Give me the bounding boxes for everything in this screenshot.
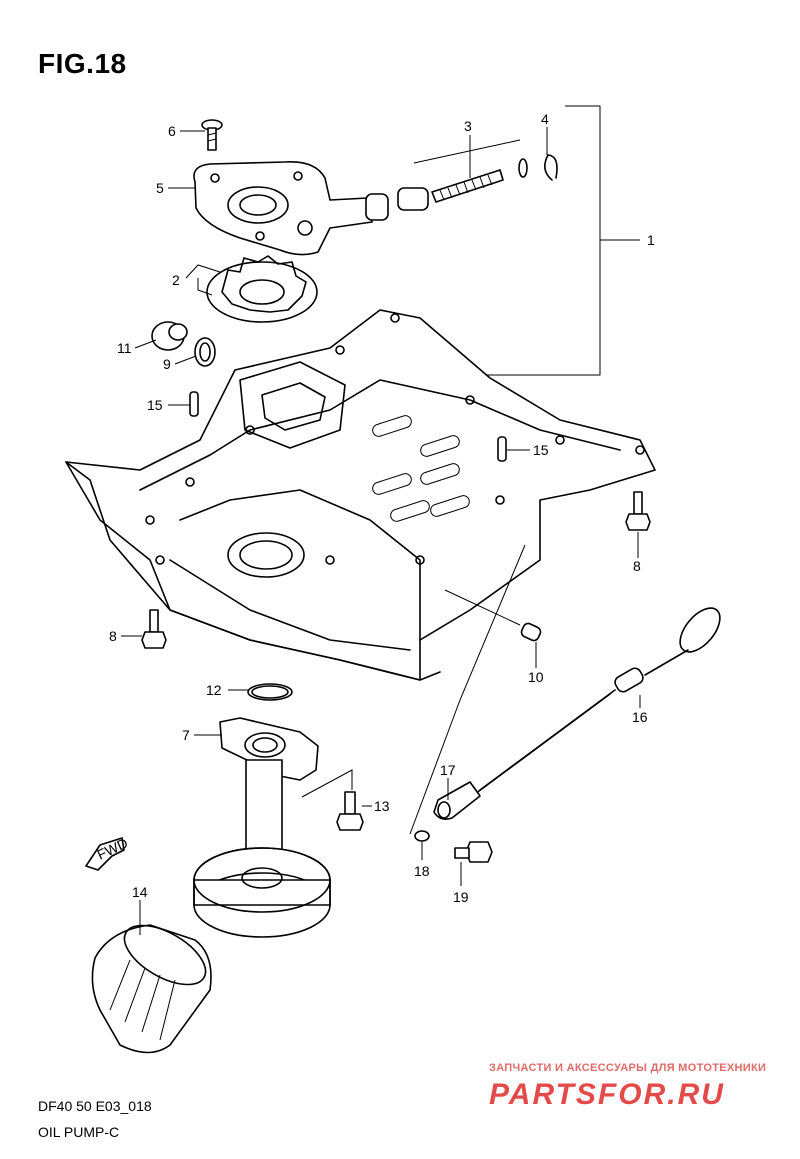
callout-19: 19	[453, 889, 469, 905]
dowel-pins[interactable]	[189, 391, 507, 462]
callout-15-right: 15	[533, 442, 549, 458]
oil-dipstick[interactable]	[474, 601, 727, 795]
oil-pump-cover[interactable]	[193, 161, 389, 256]
screw-6[interactable]	[201, 119, 223, 151]
callout-9: 9	[163, 356, 171, 372]
callout-10: 10	[528, 669, 544, 685]
callout-15-left: 15	[147, 397, 163, 413]
pump-rotor-gears[interactable]	[206, 255, 318, 323]
watermark-logo: PARTSFOR.RU	[489, 1078, 725, 1111]
figure-name: OIL PUMP-C	[38, 1124, 120, 1140]
callout-14: 14	[132, 884, 148, 900]
callout-4: 4	[541, 111, 549, 127]
forward-direction-arrow-icon: FWD	[85, 835, 131, 871]
callout-6: 6	[168, 123, 176, 139]
oil-strainer[interactable]	[193, 717, 331, 938]
fwd-label: FWD	[95, 835, 131, 863]
bolts-8[interactable]	[141, 491, 651, 649]
bolt-19[interactable]	[454, 841, 493, 863]
callout-18: 18	[414, 863, 430, 879]
plug-and-gasket[interactable]	[151, 321, 216, 367]
bolt-13[interactable]	[301, 769, 364, 831]
o-ring-18[interactable]	[414, 830, 430, 842]
figure-code: DF40 50 E03_018	[38, 1098, 152, 1114]
callout-leaders	[121, 127, 641, 935]
assembly-bracket	[475, 105, 640, 376]
dowel-10[interactable]	[520, 622, 542, 642]
figure-title: FIG.18	[38, 48, 127, 79]
callout-17: 17	[440, 762, 456, 778]
relief-valve-parts[interactable]	[397, 154, 558, 211]
callout-11: 11	[117, 340, 132, 356]
callout-13: 13	[374, 798, 390, 814]
callout-12: 12	[206, 682, 222, 698]
callout-1: 1	[647, 232, 655, 248]
callout-labels: 1 2 3 4 5 6 7 8 8 9 10 11 12 13 14 15 15…	[109, 111, 655, 905]
callout-8-left: 8	[109, 628, 117, 644]
o-ring-12[interactable]	[247, 683, 293, 701]
dipstick-guide[interactable]	[433, 781, 481, 820]
callout-3: 3	[464, 118, 472, 134]
callout-2: 2	[172, 272, 180, 288]
oil-filter[interactable]	[91, 913, 215, 1054]
callout-5: 5	[156, 180, 164, 196]
callout-8-right: 8	[633, 558, 641, 574]
oil-pan-case[interactable]	[65, 309, 656, 681]
callout-16: 16	[632, 709, 648, 725]
watermark-tagline: ЗАПЧАСТИ И АКСЕССУАРЫ ДЛЯ МОТОТЕХНИКИ	[489, 1062, 767, 1074]
callout-7: 7	[182, 727, 190, 743]
